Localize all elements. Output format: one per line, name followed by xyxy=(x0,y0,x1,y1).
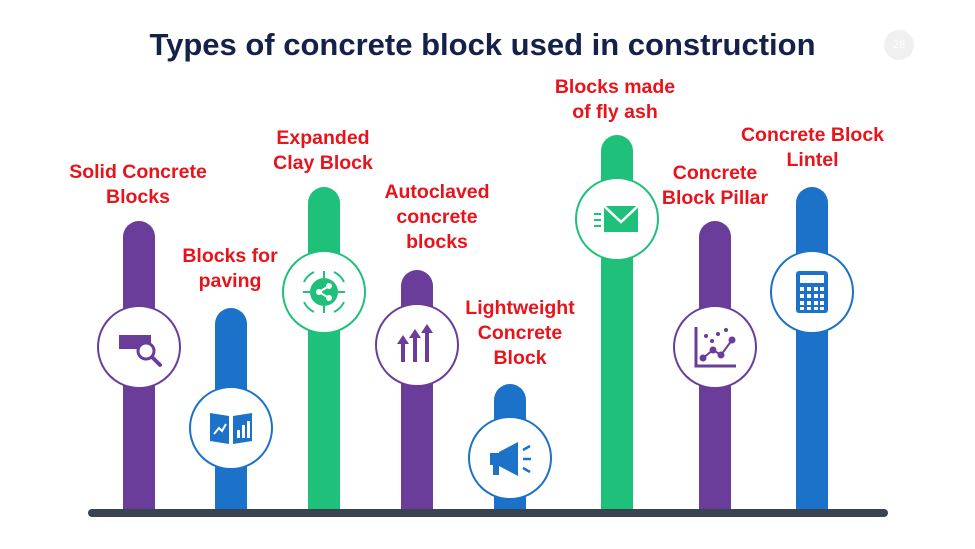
page-number-badge: 28 xyxy=(884,30,914,60)
label-solid-concrete: Solid Concrete Blocks xyxy=(69,161,207,208)
megaphone-icon xyxy=(490,442,531,476)
baseline-bar xyxy=(88,509,888,517)
circle-lightweight xyxy=(468,416,552,500)
label-lintel: Concrete Block Lintel xyxy=(740,124,885,171)
circle-pillar xyxy=(673,305,757,389)
circle-fly-ash xyxy=(575,177,659,261)
label-autoclaved: Autoclaved concrete blocks xyxy=(384,181,490,253)
scatter-plot-icon xyxy=(694,327,736,368)
bar-expanded-clay xyxy=(308,187,340,513)
circle-blocks-for-paving xyxy=(189,386,273,470)
label-pillar: Concrete Block Pillar xyxy=(661,162,769,209)
label-fly-ash: Blocks made of fly ash xyxy=(554,76,676,123)
share-target-icon xyxy=(303,271,345,313)
bar-lintel xyxy=(796,187,828,513)
growth-chart-icon xyxy=(210,413,252,444)
circle-lintel xyxy=(770,250,854,334)
search-icon xyxy=(119,335,162,367)
circle-solid-concrete xyxy=(97,305,181,389)
calculator-icon xyxy=(796,271,828,313)
label-lightweight: Lightweight Concrete Block xyxy=(465,297,575,369)
circle-autoclaved xyxy=(375,303,459,387)
label-expanded-clay: Expanded Clay Block xyxy=(273,127,373,174)
envelope-icon xyxy=(594,205,639,232)
page-title: Types of concrete block used in construc… xyxy=(149,27,816,62)
circle-expanded-clay xyxy=(282,250,366,334)
label-blocks-for-paving: Blocks for paving xyxy=(182,245,278,292)
arrows-up-icon xyxy=(397,324,433,362)
